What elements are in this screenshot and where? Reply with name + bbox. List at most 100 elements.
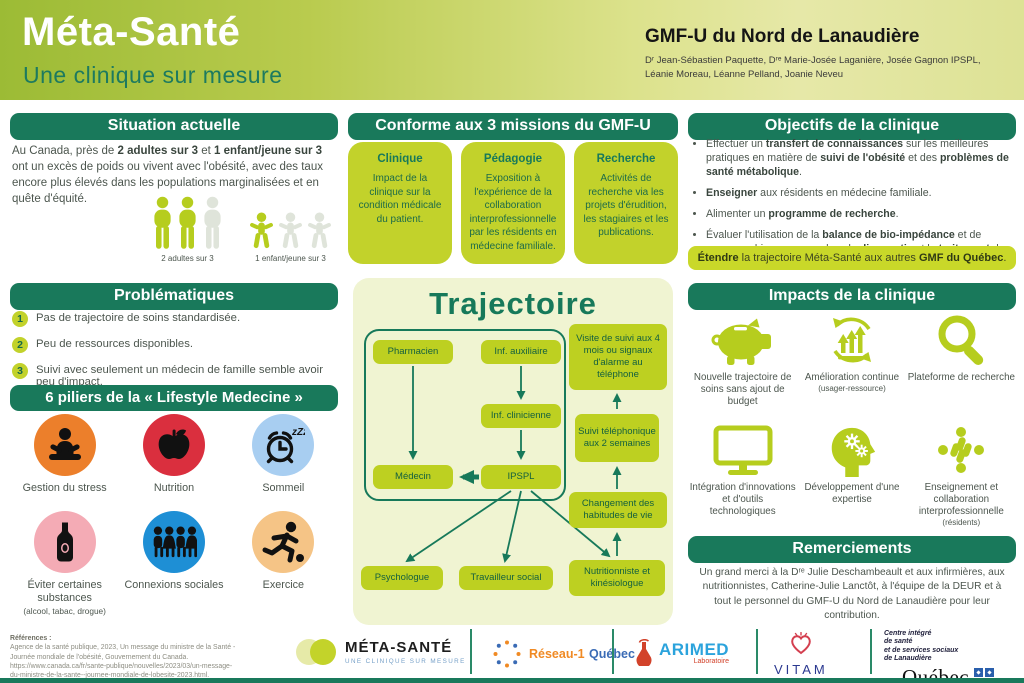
section-impacts-heading: Impacts de la clinique bbox=[688, 283, 1016, 310]
mission-card-pedagogie: Pédagogie Exposition à l'expérience de l… bbox=[461, 142, 565, 264]
runner-icon bbox=[262, 521, 305, 563]
impact-enseignement: Enseignement et collaboration interprofe… bbox=[907, 422, 1016, 527]
footer-divider bbox=[612, 629, 614, 674]
impacts-grid: Nouvelle trajectoire de soins sans ajout… bbox=[688, 312, 1016, 527]
adults-group: 2 adultes sur 3 bbox=[152, 196, 223, 263]
footer-divider bbox=[870, 629, 872, 674]
meta-sante-logo: MÉTA-SANTÉ UNE CLINIQUE SUR MESURE bbox=[296, 639, 466, 665]
child-icon bbox=[250, 212, 273, 249]
arimed-logo: ARIMED Laboratoire bbox=[634, 639, 729, 666]
item-number-badge: 2 bbox=[12, 337, 28, 353]
header-org-block: GMF-U du Nord de Lanaudière Dʳ Jean-Séba… bbox=[645, 26, 1010, 83]
etendre-banner: Étendre la trajectoire Méta-Santé aux au… bbox=[688, 246, 1016, 270]
adults-label: 2 adultes sur 3 bbox=[161, 254, 214, 263]
bottom-accent-bar bbox=[0, 678, 1024, 683]
meditation-icon bbox=[48, 428, 81, 460]
section-objectifs-heading: Objectifs de la clinique bbox=[688, 113, 1016, 140]
node-inf-clinicienne: Inf. clinicienne bbox=[481, 404, 561, 428]
node-medecin: Médecin bbox=[373, 465, 453, 489]
trajectoire-panel: Trajectoire bbox=[353, 278, 673, 625]
impact-innovations: Intégration d'innovations et d'outils te… bbox=[688, 422, 797, 527]
pilier-stress: Gestion du stress bbox=[10, 414, 119, 495]
pilier-exercice: Exercice bbox=[229, 510, 338, 616]
adult-icon bbox=[179, 196, 196, 249]
node-ipspl: IPSPL bbox=[481, 465, 561, 489]
middle-column: Conforme aux 3 missions du GMF-U Cliniqu… bbox=[348, 108, 678, 628]
adult-icon bbox=[154, 196, 171, 249]
section-problematiques-heading: Problématiques bbox=[10, 283, 338, 310]
impact-amelioration: Amélioration continue (usager-ressource) bbox=[797, 312, 906, 408]
item-number-badge: 1 bbox=[12, 311, 28, 327]
magnifier-icon bbox=[938, 315, 984, 366]
footer-divider bbox=[470, 629, 472, 674]
alarm-clock-icon: zZz bbox=[267, 427, 305, 464]
page-title: Méta-Santé bbox=[22, 10, 241, 54]
header: Méta-Santé Une clinique sur mesure GMF-U… bbox=[0, 0, 1024, 100]
remerciements-text: Un grand merci à la Dʳᵉ Julie Deschambea… bbox=[699, 567, 1005, 621]
svg-text:zZz: zZz bbox=[291, 427, 305, 438]
node-travailleur-social: Travailleur social bbox=[459, 566, 553, 590]
population-pictogram: 2 adultes sur 3 1 enfant/jeune sur 3 bbox=[152, 196, 332, 263]
authors: Dʳ Jean-Sébastien Paquette, Dʳᵉ Marie-Jo… bbox=[645, 55, 981, 81]
reseau1-quebec-logo: Réseau-1 Québec bbox=[492, 639, 635, 669]
section-remerciements-heading: Remerciements bbox=[688, 536, 1016, 563]
people-group-icon bbox=[153, 526, 197, 558]
situation-paragraph: Au Canada, près de 2 adultes sur 3 et 1 … bbox=[12, 145, 323, 205]
adult-icon bbox=[204, 196, 221, 249]
missions-cards: Clinique Impact de la clinique sur la co… bbox=[348, 142, 678, 264]
item-number-badge: 3 bbox=[12, 363, 28, 379]
mission-card-recherche: Recherche Activités de recherche via les… bbox=[574, 142, 678, 264]
flask-icon bbox=[636, 639, 652, 666]
impact-budget: Nouvelle trajectoire de soins sans ajout… bbox=[688, 312, 797, 408]
impact-recherche: Plateforme de recherche bbox=[907, 312, 1016, 408]
monitor-icon bbox=[713, 425, 773, 475]
bottle-icon bbox=[56, 522, 73, 562]
impact-expertise: Développement d'une expertise bbox=[797, 422, 906, 527]
apple-icon bbox=[158, 429, 190, 459]
references-url: https://www.canada.ca/fr/sante-publique/… bbox=[10, 662, 233, 670]
right-column: Objectifs de la clinique Effectuer un tr… bbox=[688, 108, 1016, 628]
node-nutritionniste: Nutritionniste et kinésiologue bbox=[569, 560, 665, 596]
head-gears-icon bbox=[831, 427, 876, 477]
section-missions-heading: Conforme aux 3 missions du GMF-U bbox=[348, 113, 678, 140]
pilier-sommeil: zZz Sommeil bbox=[229, 414, 338, 495]
reseau1-ring-icon bbox=[493, 640, 521, 668]
meta-logo-circle-dark bbox=[310, 639, 336, 665]
child-icon bbox=[308, 212, 331, 249]
footer: Références : Agence de la santé publique… bbox=[0, 626, 1024, 683]
node-inf-auxiliaire: Inf. auxiliaire bbox=[481, 340, 561, 364]
child-icon bbox=[279, 212, 302, 249]
objectif-item: Alimenter un programme de recherche. bbox=[706, 208, 1014, 222]
pilier-connexions: Connexions sociales bbox=[119, 510, 228, 616]
heart-hands-icon bbox=[791, 631, 811, 655]
objectif-item: Enseigner aux résidents en médecine fami… bbox=[706, 187, 1014, 201]
pilier-substances-sub: (alcool, tabac, drogue) bbox=[23, 605, 106, 616]
page-subtitle: Une clinique sur mesure bbox=[23, 62, 283, 88]
trajectoire-title: Trajectoire bbox=[429, 286, 597, 321]
node-visite-suivi: Visite de suivi aux 4 mois ou signaux d'… bbox=[569, 324, 667, 390]
list-item: 2 Peu de ressources disponibles. bbox=[12, 337, 336, 353]
node-suivi-telephonique: Suivi téléphonique aux 2 semaines bbox=[575, 414, 659, 462]
pilier-substances: Éviter certaines substances (alcool, tab… bbox=[10, 510, 119, 616]
mission-card-clinique: Clinique Impact de la clinique sur la co… bbox=[348, 142, 452, 264]
vitam-logo: VITAM bbox=[774, 631, 828, 677]
ciusss-quebec-logo: Centre intégré de santé et de services s… bbox=[884, 630, 995, 683]
pilier-nutrition: Nutrition bbox=[119, 414, 228, 495]
left-column: Situation actuelle Au Canada, près de 2 … bbox=[10, 108, 338, 628]
collaboration-icon bbox=[938, 426, 985, 473]
objectif-item: Effectuer un transfert de connaissances … bbox=[706, 138, 1014, 180]
references: Références : Agence de la santé publique… bbox=[10, 635, 236, 680]
node-pharmacien: Pharmacien bbox=[373, 340, 453, 364]
children-label: 1 enfant/jeune sur 3 bbox=[255, 254, 326, 263]
footer-divider bbox=[756, 629, 758, 674]
piliers-grid: Gestion du stress Nutrition zZz Sommeil … bbox=[10, 414, 338, 616]
list-item: 1 Pas de trajectoire de soins standardis… bbox=[12, 311, 336, 327]
piggy-bank-icon bbox=[711, 318, 771, 365]
node-psychologue: Psychologue bbox=[361, 566, 443, 590]
org-name: GMF-U du Nord de Lanaudière bbox=[645, 26, 920, 47]
improvement-cycle-icon bbox=[832, 317, 871, 363]
children-group: 1 enfant/jeune sur 3 bbox=[249, 212, 332, 263]
section-situation-heading: Situation actuelle bbox=[10, 113, 338, 140]
references-label: Références : bbox=[10, 635, 52, 642]
